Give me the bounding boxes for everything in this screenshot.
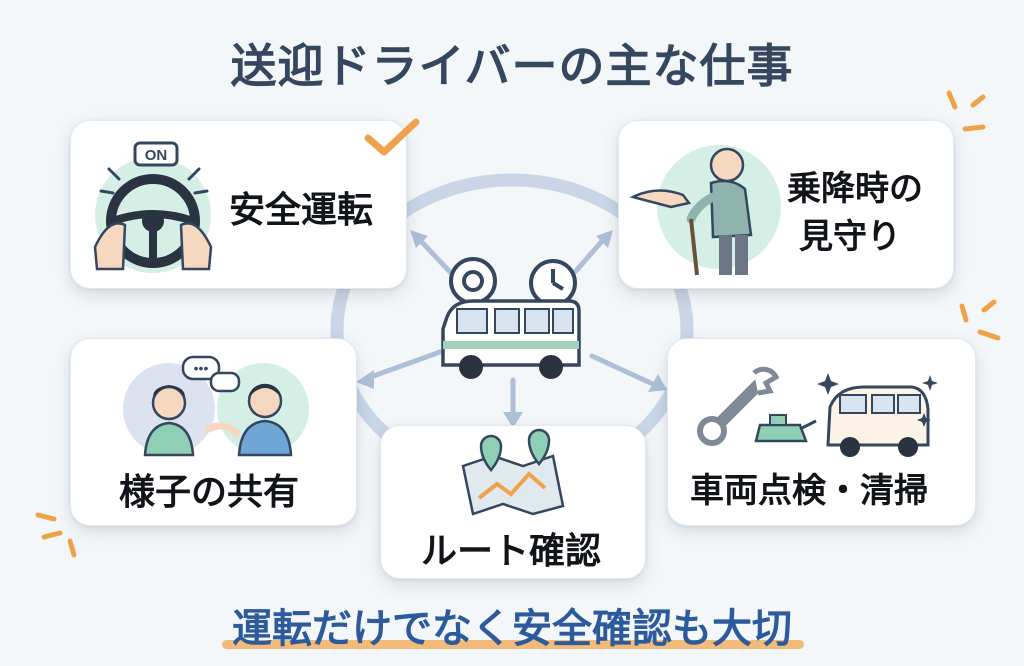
card-label-safe-driving: 安全運転	[229, 190, 374, 231]
card-safe-driving: ON 安全運転	[70, 120, 407, 289]
card-label-boarding-line2: 見守り	[799, 217, 901, 257]
footer-underline	[222, 640, 804, 649]
page-title: 送迎ドライバーの主な仕事	[230, 39, 794, 93]
orange-sparks-right	[959, 299, 1001, 341]
card-sharing-status: ••• 様子の共有	[70, 338, 357, 526]
van-clock-icon	[441, 257, 581, 379]
card-label-route-check: ルート確認	[421, 531, 602, 572]
elderly-person-icon	[629, 145, 781, 276]
svg-text:•••: •••	[194, 360, 209, 376]
map-icon	[461, 428, 565, 516]
card-label-sharing-status: 様子の共有	[119, 472, 300, 513]
card-route-check: ルート確認	[380, 425, 646, 579]
on-badge-text: ON	[145, 147, 168, 164]
orange-sparks-bottom-left	[35, 512, 77, 558]
checkmark-icon	[364, 118, 420, 156]
card-label-boarding-line1: 乗降時の	[787, 169, 923, 209]
footer-message: 運転だけでなく安全確認も大切	[232, 606, 792, 652]
orange-sparks-top-right	[946, 90, 986, 132]
steering-wheel-icon: ON	[93, 141, 213, 273]
card-boarding-watch: 乗降時の 見守り	[618, 120, 954, 289]
card-vehicle-check: 車両点検・清掃	[667, 338, 976, 526]
tools-car-icon	[697, 366, 938, 457]
people-talking-icon: •••	[123, 355, 309, 457]
card-label-vehicle-check: 車両点検・清掃	[690, 471, 928, 511]
